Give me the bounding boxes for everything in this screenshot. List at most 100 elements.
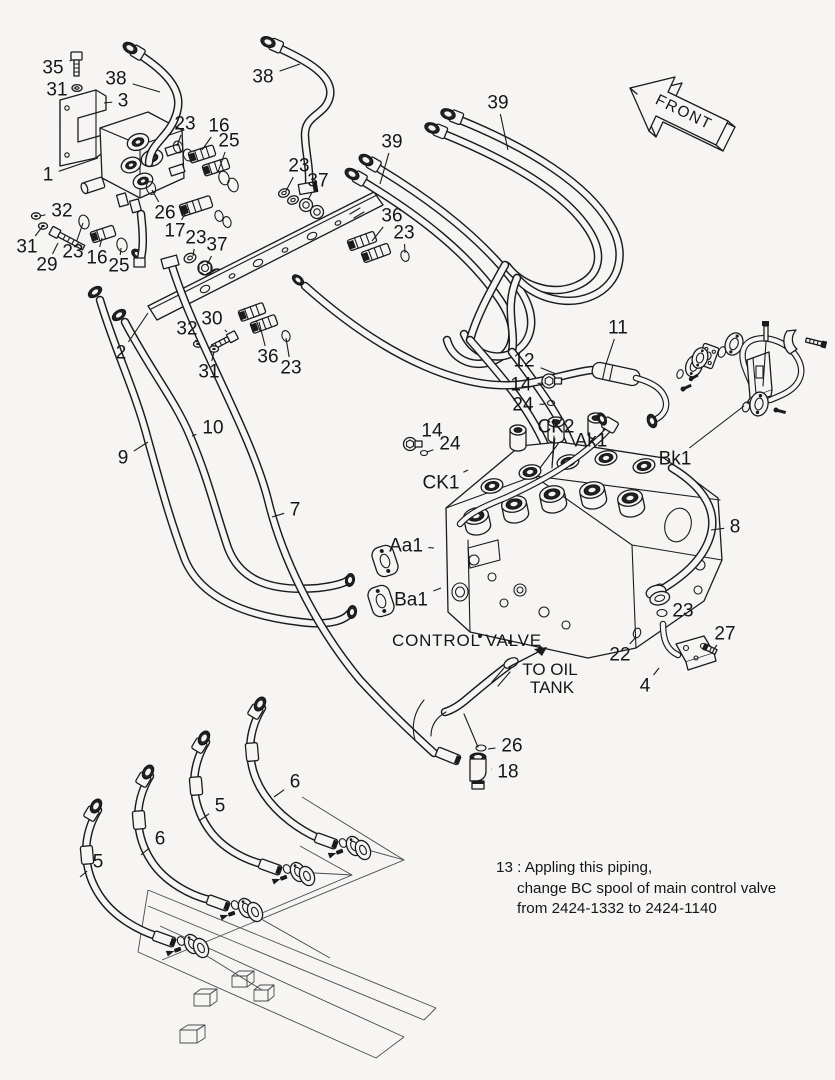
svg-text:17: 17: [164, 221, 185, 242]
callout-16: 16: [86, 237, 108, 269]
callout-Bk1: Bk1: [659, 405, 745, 470]
callout-38: 38: [252, 63, 301, 88]
callout-23: 23: [393, 223, 415, 254]
callout-5: 5: [79, 852, 103, 878]
callout-25: 25: [108, 247, 130, 277]
hose-9: [87, 285, 358, 628]
hoses-39: [344, 108, 624, 368]
callout-24: 24: [512, 395, 547, 416]
svg-text:6: 6: [290, 772, 301, 793]
svg-text:16: 16: [86, 248, 107, 269]
svg-text:32: 32: [176, 319, 197, 340]
callout-23: 23: [174, 114, 196, 147]
bottom-hose-group: [79, 696, 372, 959]
hose-stub: [133, 209, 148, 268]
svg-text:39: 39: [381, 132, 402, 153]
front-arrow: FRONT: [629, 76, 736, 152]
callout-1: 1: [43, 157, 99, 186]
svg-text:7: 7: [290, 500, 301, 521]
hose-8-elbow-4: [632, 463, 718, 671]
svg-text:24: 24: [439, 434, 461, 455]
callout-30: 30: [201, 309, 228, 333]
svg-text:30: 30: [201, 309, 222, 330]
hose-38-left: [122, 41, 183, 168]
hose-38-right: [260, 36, 335, 196]
frame-mount-cubes: [179, 970, 275, 1044]
svg-text:Ak1: Ak1: [575, 431, 608, 452]
svg-text:26: 26: [501, 736, 522, 757]
hose-12: [291, 274, 597, 390]
svg-text:4: 4: [640, 676, 651, 697]
svg-text:12: 12: [513, 351, 534, 372]
callout-25: 25: [217, 131, 240, 173]
svg-text:CK1: CK1: [423, 473, 460, 494]
callout-32: 32: [176, 319, 198, 343]
callout-14: 14: [421, 421, 443, 442]
callout-7: 7: [271, 500, 301, 521]
callout-11: 11: [605, 318, 628, 365]
right-flange-assembly: [688, 321, 828, 417]
svg-text:25: 25: [218, 131, 239, 152]
svg-text:38: 38: [252, 67, 273, 88]
svg-text:23: 23: [185, 228, 206, 249]
callout-4: 4: [640, 667, 660, 697]
callout-18: 18: [490, 762, 519, 783]
hoses-over-valve: [465, 260, 580, 460]
callout-37: 37: [206, 235, 228, 266]
hose-end-b: [205, 894, 264, 923]
svg-text:22: 22: [609, 645, 630, 666]
svg-text:36: 36: [381, 206, 402, 227]
oil-tank-label-line1: TO OIL: [522, 660, 577, 679]
svg-text:31: 31: [46, 80, 67, 101]
callout-27: 27: [713, 624, 736, 650]
control-valve-label: CONTROL VALVE: [392, 631, 542, 650]
oil-tank-pipe: [412, 647, 547, 790]
callout-32: 32: [39, 201, 73, 222]
callout-26: 26: [487, 736, 523, 757]
svg-text:1: 1: [43, 165, 54, 186]
svg-text:29: 29: [36, 255, 57, 276]
hose-10: [111, 308, 356, 593]
footnote-line2: change BC spool of main control valve: [517, 880, 776, 897]
callout-39: 39: [487, 93, 509, 151]
callout-10: 10: [191, 418, 224, 439]
callout-Aa1: Aa1: [389, 536, 435, 557]
svg-text:24: 24: [512, 395, 534, 416]
hose-7: [160, 254, 439, 758]
callout-16: 16: [201, 116, 230, 151]
callout-22: 22: [609, 636, 637, 666]
svg-text:CK2: CK2: [538, 417, 575, 438]
ak1-elbow-hose: [456, 412, 619, 528]
callout-36: 36: [257, 321, 279, 368]
callout-6: 6: [140, 829, 165, 856]
callout-2: 2: [116, 312, 149, 364]
svg-text:27: 27: [714, 624, 735, 645]
hose-end-a: [151, 930, 210, 959]
callout-38: 38: [105, 69, 161, 93]
svg-text:10: 10: [202, 418, 223, 439]
callout-26: 26: [151, 189, 176, 224]
svg-text:Aa1: Aa1: [389, 536, 423, 557]
svg-text:23: 23: [174, 114, 195, 135]
svg-text:25: 25: [108, 256, 129, 277]
svg-text:37: 37: [206, 235, 227, 256]
callout-23: 23: [280, 337, 302, 379]
phantom-frame: [137, 796, 437, 1059]
svg-text:14: 14: [421, 421, 443, 442]
svg-text:3: 3: [118, 91, 129, 112]
aa1-flange: [371, 544, 399, 578]
fitting-cluster-mid: [145, 181, 232, 228]
elbow-18: [434, 746, 487, 790]
callout-31: 31: [198, 351, 220, 383]
svg-text:39: 39: [487, 93, 508, 114]
callout-6: 6: [273, 772, 301, 798]
fitting-cluster-top: [172, 140, 239, 193]
callout-17: 17: [164, 208, 189, 242]
svg-text:35: 35: [42, 58, 63, 79]
hose-end-d: [313, 832, 372, 861]
callout-29: 29: [36, 242, 59, 276]
svg-text:36: 36: [257, 347, 278, 368]
callout-3: 3: [103, 91, 129, 112]
callout-35: 35: [42, 58, 73, 79]
